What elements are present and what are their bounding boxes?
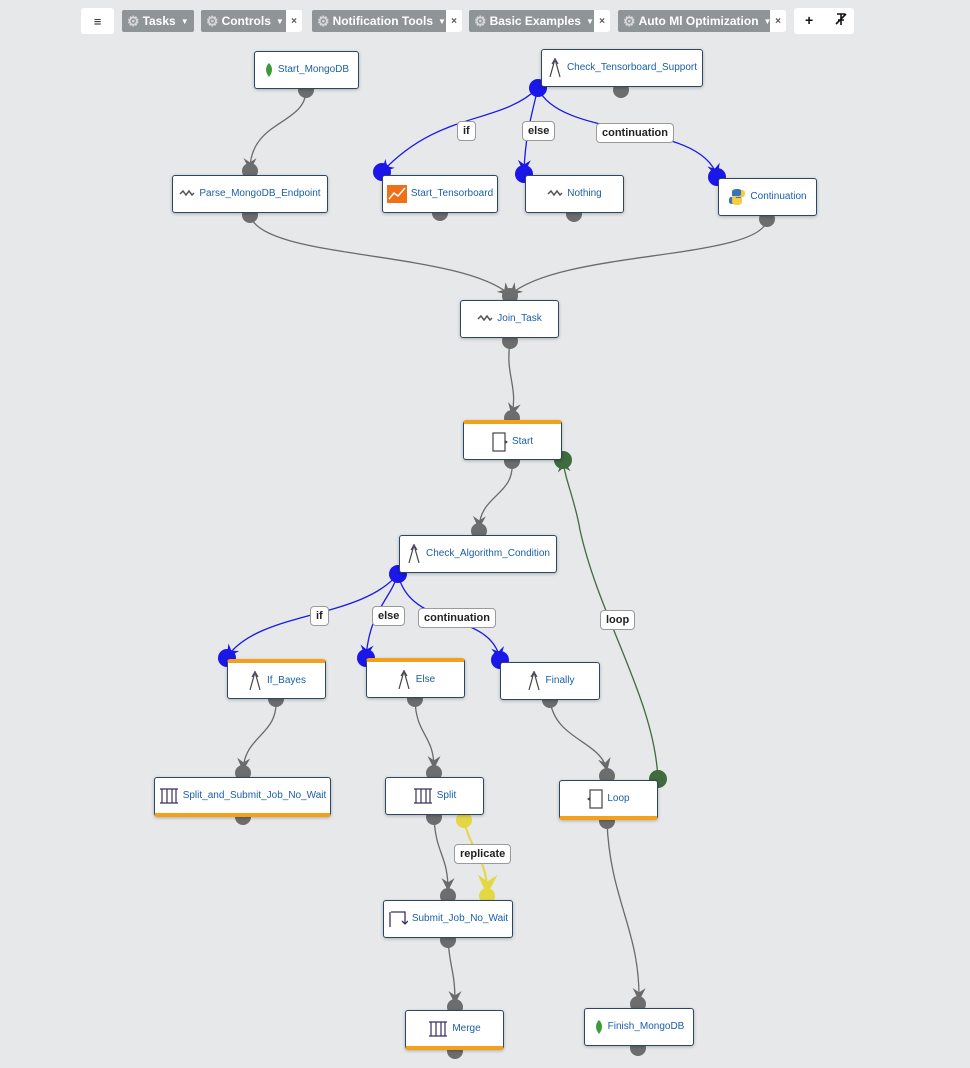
task-finally[interactable]: Finally	[500, 662, 600, 700]
port-replicate[interactable]	[456, 812, 472, 828]
gear-icon: ⚙	[474, 12, 487, 29]
task-loop[interactable]: Loop	[559, 780, 658, 820]
edge-label-continuation: continuation	[418, 608, 496, 628]
task-continuation[interactable]: Continuation	[718, 178, 817, 216]
pin-icon[interactable]	[834, 12, 848, 29]
edge-continuation-to-join	[509, 219, 768, 296]
tensorboard-icon	[386, 185, 407, 203]
task-start[interactable]: Start	[463, 420, 562, 460]
task-merge[interactable]: Merge	[405, 1010, 504, 1050]
mongodb-leaf-icon	[594, 1020, 604, 1034]
task-check-tensorboard-support[interactable]: Check_Tensorboard_Support	[541, 49, 703, 87]
submit-icon	[388, 909, 408, 929]
tasks-menu[interactable]: ⚙ Tasks ▼	[122, 10, 194, 32]
edge-label-else: else	[372, 606, 406, 626]
gear-icon: ⚙	[623, 12, 636, 29]
task-parse-mongodb-endpoint[interactable]: Parse_MongoDB_Endpoint	[172, 175, 328, 213]
controls-menu[interactable]: ⚙ Controls ▼ ×	[201, 10, 302, 32]
edge-finally-to-loop	[549, 699, 611, 772]
loop-icon	[587, 788, 603, 809]
edge-label-replicate: replicate	[454, 844, 512, 864]
edge-if-tensorboard	[381, 87, 539, 173]
chevron-down-icon: ▼	[438, 16, 446, 26]
hamburger-icon: ≡	[93, 13, 102, 29]
edge-label-if: if	[310, 606, 329, 626]
branch-icon	[526, 671, 542, 691]
task-check-algorithm-condition[interactable]: Check_Algorithm_Condition	[399, 535, 557, 573]
edge-label-loop: loop	[600, 610, 636, 630]
task-join-task[interactable]: Join_Task	[460, 300, 559, 338]
script-icon	[179, 189, 195, 199]
mongodb-leaf-icon	[264, 63, 274, 77]
edge-label-if: if	[457, 121, 476, 141]
edge-start-mongodb-to-parse	[243, 89, 307, 172]
edge-label-continuation: continuation	[596, 123, 674, 143]
python-icon	[728, 188, 746, 206]
task-start-tensorboard[interactable]: Start_Tensorboard	[382, 175, 498, 213]
edge-ifbayes-to-split-submit	[237, 699, 277, 772]
chevron-down-icon: ▼	[275, 16, 284, 26]
branch-icon	[547, 58, 563, 78]
notification-tools-label: Notification Tools	[332, 14, 433, 28]
split-icon	[159, 787, 179, 805]
task-start-mongodb[interactable]: Start_MongoDB	[254, 51, 359, 89]
gear-icon: ⚙	[317, 12, 330, 29]
branch-icon	[406, 544, 422, 564]
edge-loop-to-finish	[606, 821, 646, 1002]
task-split[interactable]: Split	[385, 777, 484, 815]
gear-icon: ⚙	[127, 12, 140, 29]
basic-examples-menu[interactable]: ⚙ Basic Examples ▼ ×	[469, 10, 610, 32]
edge-else-to-split	[414, 699, 441, 770]
task-else[interactable]: Else	[366, 658, 465, 698]
merge-icon	[428, 1020, 448, 1038]
loop-start-icon	[492, 431, 508, 452]
task-finish-mongodb[interactable]: Finish_MongoDB	[584, 1008, 694, 1046]
gear-icon: ⚙	[206, 12, 219, 29]
close-controls-button[interactable]: ×	[286, 10, 302, 32]
close-notification-tools-button[interactable]: ×	[446, 10, 462, 32]
menu-toggle-button[interactable]: ≡	[81, 8, 114, 34]
task-submit-job-no-wait[interactable]: Submit_Job_No_Wait	[383, 900, 513, 938]
chevron-down-icon: ▼	[585, 16, 594, 26]
edge-loop-back	[557, 458, 659, 781]
branch-icon	[396, 669, 412, 690]
auto-ml-optimization-label: Auto Ml Optimization	[638, 14, 759, 28]
task-nothing[interactable]: Nothing	[525, 175, 624, 213]
edge-split-to-submit	[433, 817, 455, 892]
basic-examples-label: Basic Examples	[489, 14, 581, 28]
edge-start-to-check-algorithm	[472, 461, 513, 530]
edge-parse-to-join	[249, 214, 511, 296]
split-icon	[413, 787, 433, 805]
chevron-down-icon: ▼	[180, 16, 189, 26]
edge-label-else: else	[522, 121, 556, 141]
task-split-and-submit-job-no-wait[interactable]: Split_and_Submit_Job_No_Wait	[154, 777, 331, 817]
add-bucket-button[interactable]: +	[805, 12, 814, 28]
close-auto-ml-button[interactable]: ×	[770, 10, 786, 32]
controls-menu-label: Controls	[221, 14, 271, 28]
script-icon	[547, 189, 563, 199]
auto-ml-optimization-menu[interactable]: ⚙ Auto Ml Optimization ▼ ×	[618, 10, 786, 32]
tasks-menu-label: Tasks	[142, 14, 176, 28]
edge-submit-to-merge	[447, 939, 462, 1005]
task-if-bayes[interactable]: If_Bayes	[227, 659, 326, 699]
notification-tools-menu[interactable]: ⚙ Notification Tools ▼ ×	[312, 10, 462, 32]
script-icon	[477, 314, 493, 324]
close-basic-examples-button[interactable]: ×	[594, 10, 610, 32]
branch-icon	[247, 670, 263, 691]
chevron-down-icon: ▼	[763, 16, 772, 26]
edge-join-to-start	[507, 341, 521, 417]
toolbar-actions: +	[794, 8, 854, 34]
